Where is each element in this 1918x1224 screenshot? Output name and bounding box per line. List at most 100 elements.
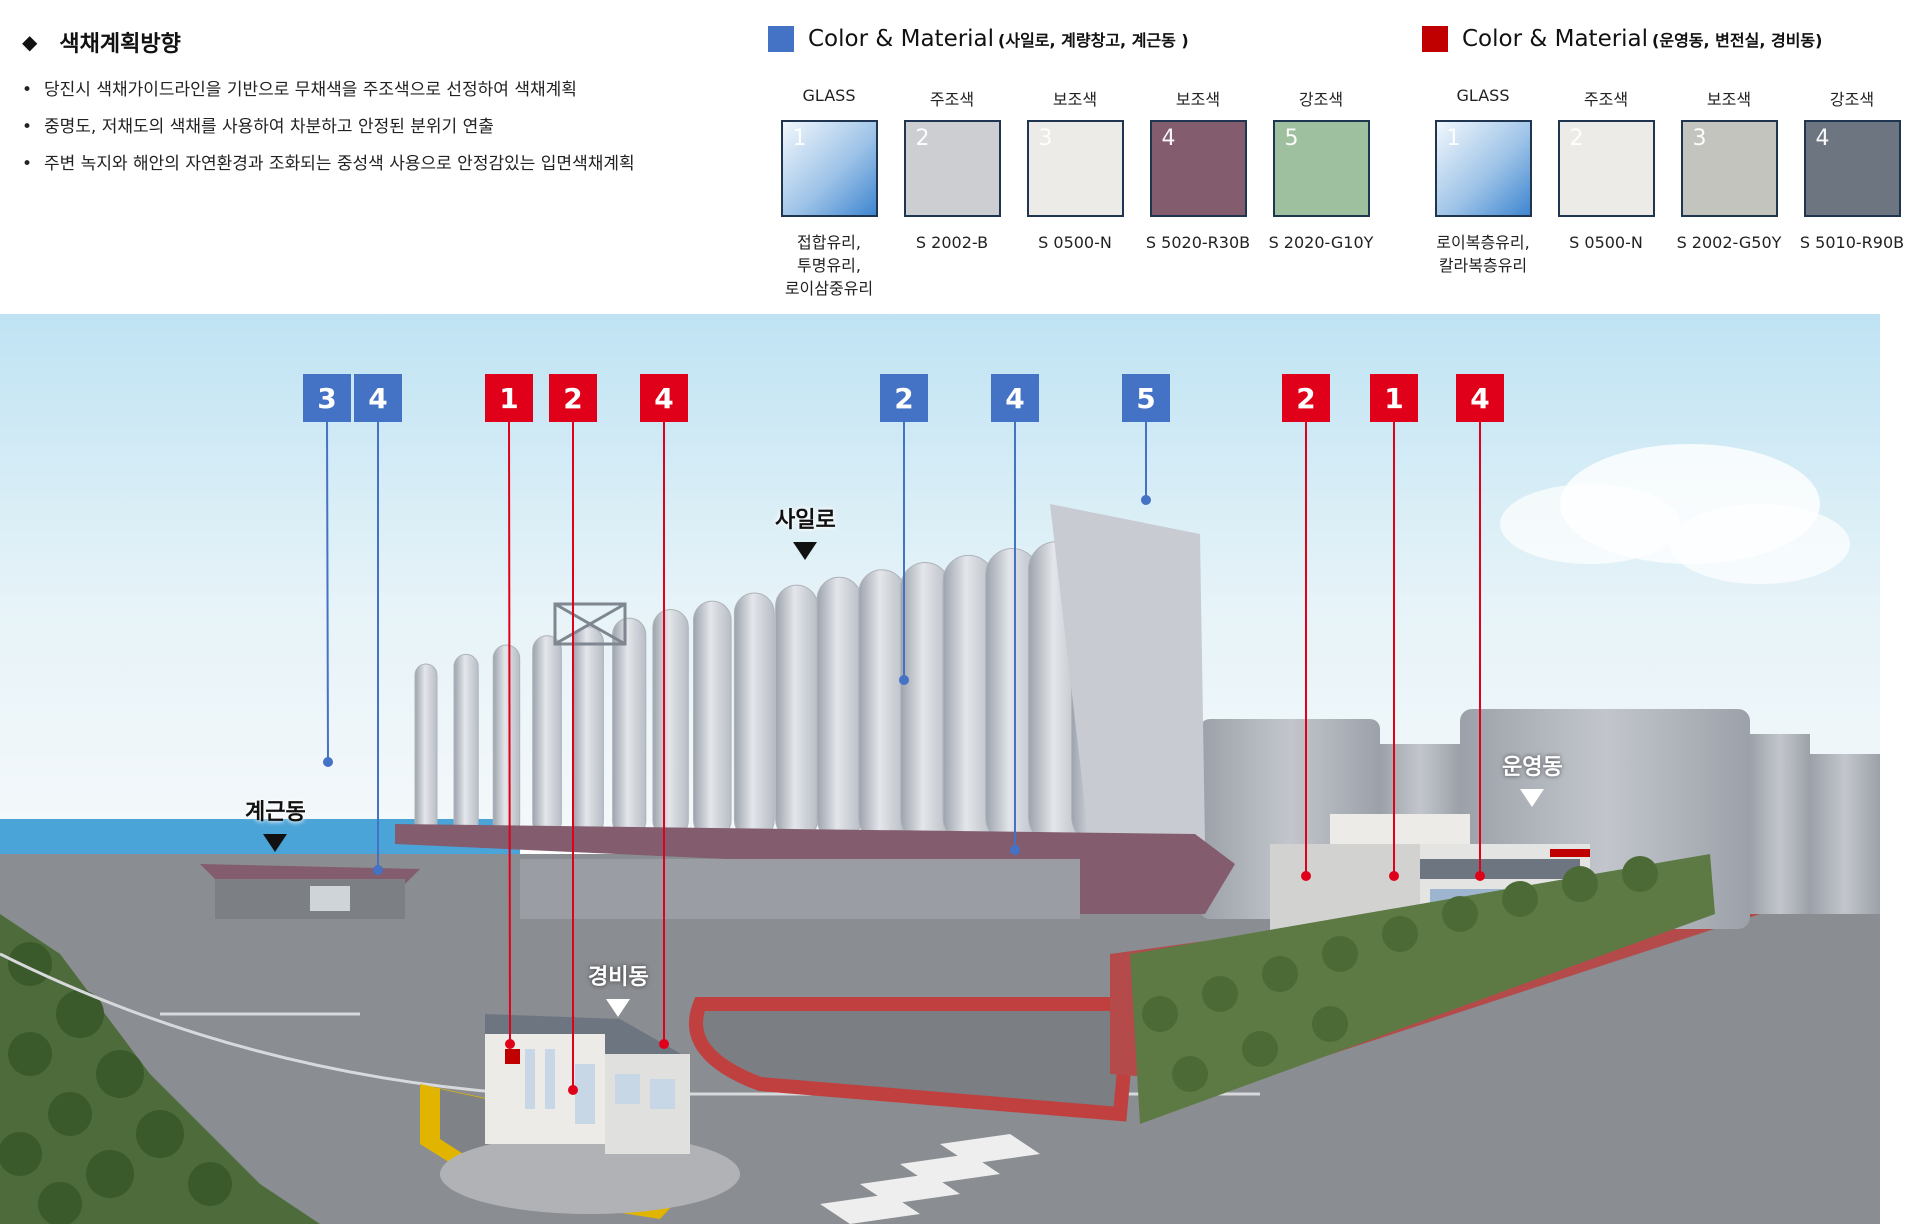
policy-list: 당진시 색채가이드라인을 기반으로 무채색을 주조색으로 선정하여 색채계획 중… bbox=[22, 72, 742, 183]
swatch-color-box: 4 bbox=[1149, 120, 1247, 217]
policy-heading-text: 색채계획방향 bbox=[59, 32, 181, 57]
silo-end-wall bbox=[1050, 504, 1205, 849]
policy-bullet: 중명도, 저채도의 색채를 사용하여 차분하고 안정된 분위기 연출 bbox=[22, 109, 742, 146]
color-swatch: GLASS 1 접합유리, 투명유리, 로이삼중유리 bbox=[768, 86, 890, 300]
arrow-down-icon bbox=[793, 542, 818, 560]
swatch-code: S 2002-G50Y bbox=[1676, 233, 1782, 252]
swatch-code: 접합유리, 투명유리, 로이삼중유리 bbox=[784, 233, 874, 298]
silo-tank bbox=[652, 609, 689, 839]
swatch-category: 보조색 bbox=[1175, 90, 1221, 109]
callout-tag: 5 bbox=[1122, 374, 1170, 422]
leader-dot bbox=[1141, 495, 1151, 505]
color-swatch: 보조색 3 S 2002-G50Y bbox=[1668, 86, 1790, 254]
silo-tank bbox=[612, 617, 647, 839]
color-swatch: 보조색 4 S 5020-R30B bbox=[1137, 86, 1259, 254]
silo-tank bbox=[492, 644, 521, 836]
callout-tag: 4 bbox=[991, 374, 1039, 422]
leader-dot bbox=[373, 865, 383, 875]
color-swatch: 강조색 5 S 2020-G10Y bbox=[1260, 86, 1382, 254]
color-swatch: GLASS 1 로이복층유리, 칼라복층유리 bbox=[1422, 86, 1544, 277]
callout-tag: 1 bbox=[485, 374, 533, 422]
callout-tag: 4 bbox=[1456, 374, 1504, 422]
color-swatch: 강조색 4 S 5010-R90B bbox=[1791, 86, 1913, 254]
swatch-code: S 2002-B bbox=[915, 233, 989, 252]
swatch-number: 5 bbox=[1284, 126, 1299, 151]
label-weighing-text: 계근동 bbox=[245, 800, 306, 825]
label-guard-text: 경비동 bbox=[588, 965, 649, 990]
swatch-number: 2 bbox=[1569, 126, 1584, 151]
silo-tank bbox=[858, 569, 906, 843]
swatch-color-box: 1 bbox=[780, 120, 878, 217]
swatch-category: 강조색 bbox=[1298, 90, 1344, 109]
silo-tank bbox=[453, 653, 479, 836]
silo-tank bbox=[816, 576, 862, 842]
swatch-code: 로이복층유리, 칼라복층유리 bbox=[1436, 233, 1530, 275]
swatch-color-box: 5 bbox=[1272, 120, 1370, 217]
color-swatch: 보조색 3 S 0500-N bbox=[1014, 86, 1136, 254]
label-guard: 경비동 bbox=[588, 959, 649, 1017]
leader-dot bbox=[659, 1039, 669, 1049]
leader-dot bbox=[1301, 871, 1311, 881]
silo-tank bbox=[775, 584, 819, 841]
swatch-color-box: 1 bbox=[1434, 120, 1532, 217]
leader-line bbox=[508, 421, 511, 1045]
leader-dot bbox=[568, 1085, 578, 1095]
arrow-down-icon bbox=[1520, 789, 1545, 807]
palette-subtitle: (사일로, 계량창고, 계근동 ) bbox=[998, 31, 1189, 50]
swatch-color-box: 4 bbox=[1803, 120, 1901, 217]
palette-title-text: Color & Material bbox=[1462, 26, 1649, 52]
swatch-category: 강조색 bbox=[1829, 90, 1875, 109]
swatch-code: S 5020-R30B bbox=[1145, 233, 1251, 252]
swatch-color-box: 2 bbox=[1557, 120, 1655, 217]
swatch-color-box: 3 bbox=[1680, 120, 1778, 217]
silo-tank bbox=[733, 592, 775, 841]
palette-title: Color & Material(운영동, 변전실, 경비동) bbox=[1422, 26, 1822, 52]
color-policy: ◆ 색채계획방향 당진시 색채가이드라인을 기반으로 무채색을 주조색으로 선정… bbox=[22, 26, 742, 183]
callout-tag: 1 bbox=[1370, 374, 1418, 422]
swatch-category: 주조색 bbox=[1583, 90, 1629, 109]
policy-bullet: 주변 녹지와 해안의 자연환경과 조화되는 중성색 사용으로 안정감있는 입면색… bbox=[22, 146, 742, 183]
callout-tag: 3 bbox=[303, 374, 351, 422]
leader-line bbox=[326, 421, 329, 763]
silo-tank bbox=[900, 562, 951, 843]
swatch-code: S 0500-N bbox=[1038, 233, 1112, 252]
swatch-code: S 0500-N bbox=[1569, 233, 1643, 252]
swatch-number: 1 bbox=[792, 126, 807, 151]
silo-tank bbox=[693, 600, 732, 840]
palette-operation-group: Color & Material(운영동, 변전실, 경비동) GLASS 1 로이… bbox=[1422, 26, 1904, 306]
swatch-color-box: 3 bbox=[1026, 120, 1124, 217]
site-illustration bbox=[0, 314, 1880, 1224]
swatch-number: 1 bbox=[1446, 126, 1461, 151]
label-operation-text: 운영동 bbox=[1502, 755, 1563, 780]
swatch-number: 2 bbox=[915, 126, 930, 151]
swatch-category: GLASS bbox=[802, 86, 856, 105]
silo-group bbox=[414, 504, 1205, 849]
label-weighing: 계근동 bbox=[245, 794, 306, 852]
palette-subtitle: (운영동, 변전실, 경비동) bbox=[1652, 31, 1823, 50]
swatch-category: 보조색 bbox=[1052, 90, 1098, 109]
label-silo-text: 사일로 bbox=[775, 508, 836, 533]
arrow-down-icon bbox=[263, 834, 288, 852]
palette-silo-group: Color & Material(사일로, 계량창고, 계근동 ) GLASS 1… bbox=[768, 26, 1373, 306]
palette-title: Color & Material(사일로, 계량창고, 계근동 ) bbox=[768, 26, 1189, 52]
swatch-number: 3 bbox=[1038, 126, 1053, 151]
policy-heading: ◆ 색채계획방향 bbox=[22, 26, 742, 58]
color-swatch: 주조색 2 S 2002-B bbox=[891, 86, 1013, 254]
swatch-category: 주조색 bbox=[929, 90, 975, 109]
swatch-category: GLASS bbox=[1456, 86, 1510, 105]
leader-dot bbox=[1389, 871, 1399, 881]
label-operation: 운영동 bbox=[1502, 749, 1563, 807]
swatch-code: S 2020-G10Y bbox=[1268, 233, 1374, 252]
callout-tag: 2 bbox=[880, 374, 928, 422]
swatch-number: 4 bbox=[1815, 126, 1830, 151]
leader-dot bbox=[1475, 871, 1485, 881]
callout-tag: 4 bbox=[354, 374, 402, 422]
swatch-category: 보조색 bbox=[1706, 90, 1752, 109]
callout-tag: 4 bbox=[640, 374, 688, 422]
label-silo: 사일로 bbox=[775, 502, 836, 560]
swatch-code: S 5010-R90B bbox=[1799, 233, 1905, 252]
blue-square-icon bbox=[768, 26, 794, 52]
red-square-icon bbox=[1422, 26, 1448, 52]
policy-bullet: 당진시 색채가이드라인을 기반으로 무채색을 주조색으로 선정하여 색채계획 bbox=[22, 72, 742, 109]
silo-tank bbox=[572, 626, 604, 838]
